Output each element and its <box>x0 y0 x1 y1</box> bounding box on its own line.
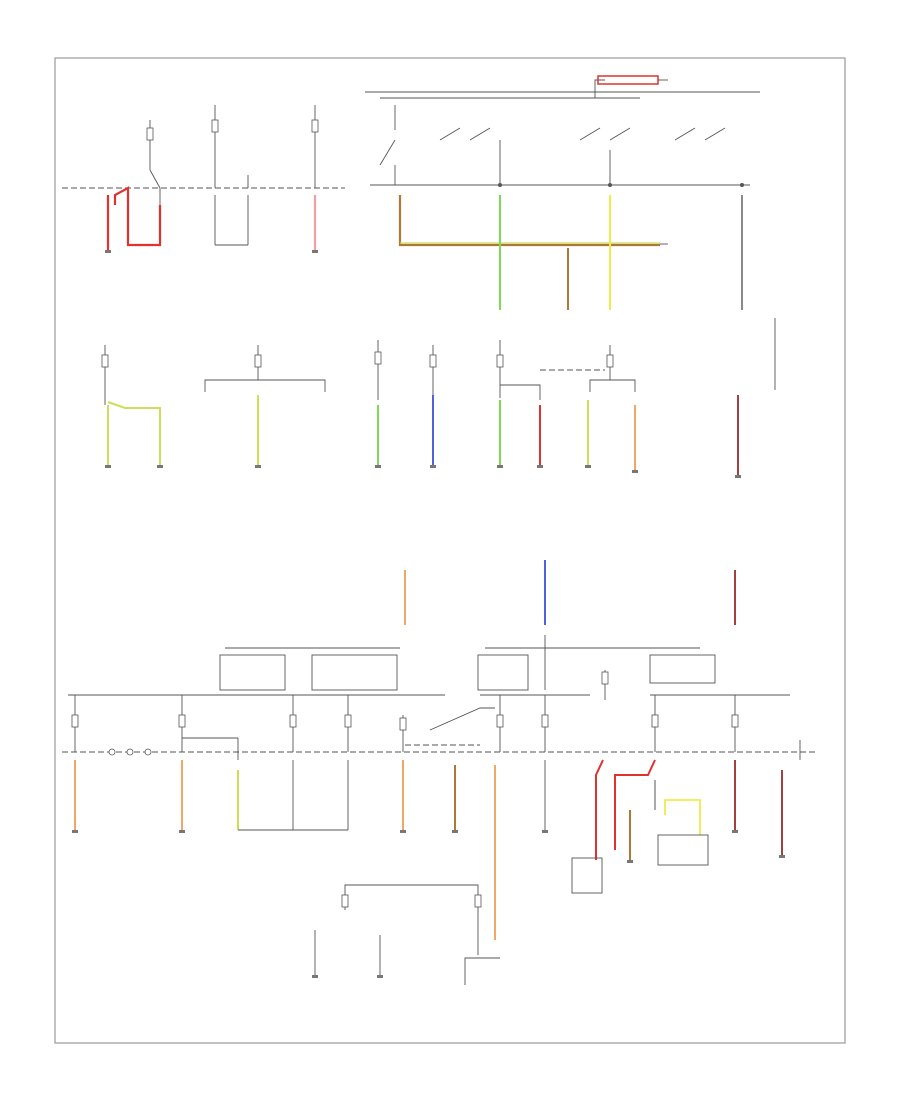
left-engine-room-block <box>62 105 345 189</box>
wire-yellowgreen-split <box>107 401 161 465</box>
relay-3 <box>649 654 716 684</box>
relay-4 <box>477 654 529 691</box>
top-right-wires <box>398 195 776 390</box>
wire-brown-horizontal <box>398 195 660 247</box>
bottom-branch <box>314 884 500 985</box>
lower-feed-wires <box>404 560 736 625</box>
relay-1 <box>219 654 286 691</box>
lower-fuse-block <box>62 635 815 760</box>
wire-red-loop <box>113 186 162 247</box>
fusible-link <box>597 75 659 85</box>
component-box-2 <box>657 834 709 866</box>
endpoint-markers <box>72 250 785 978</box>
ignition-switch-block <box>365 75 760 187</box>
middle-row-circuits <box>101 340 739 475</box>
wire-red-lower <box>595 759 604 860</box>
lower-wires <box>74 740 801 940</box>
top-left-wires <box>106 186 317 250</box>
component-box-1 <box>571 857 603 894</box>
diagram-frame <box>54 57 846 1044</box>
relay-2 <box>311 654 398 691</box>
